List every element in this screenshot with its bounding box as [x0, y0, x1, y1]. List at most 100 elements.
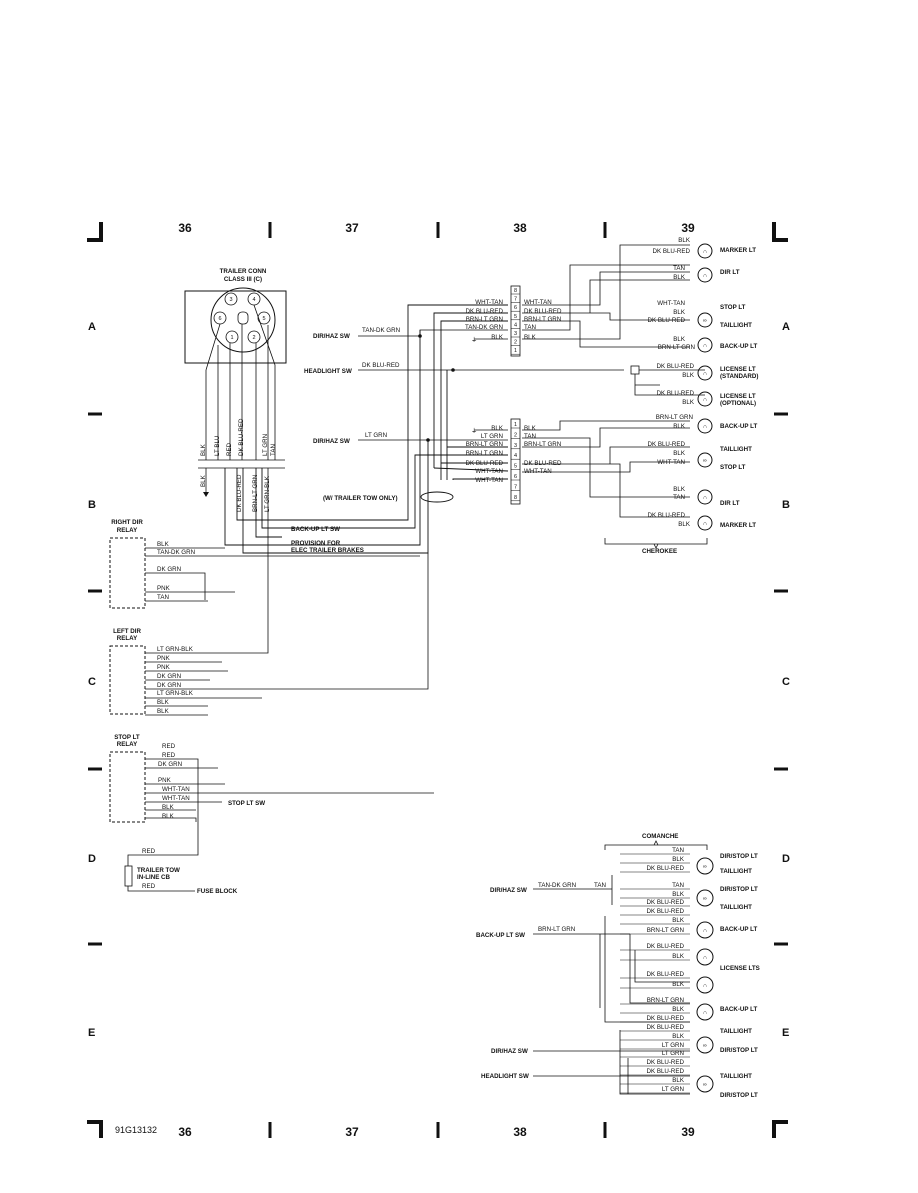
right-dir-relay-title: RIGHT DIR: [111, 519, 143, 526]
lamp-marker-top: MARKER LT: [720, 247, 756, 254]
cm-pin-7: 7: [514, 484, 517, 490]
comanche-lamp-4-filament: ∩: [703, 955, 707, 961]
col-label-37: 37: [345, 221, 359, 235]
tc-wire-blk-lower: BLK: [200, 474, 207, 487]
lamp-marker-wire-blk: BLK: [678, 237, 691, 244]
stop-tail-lamp-mid-filament: ∞: [703, 458, 707, 464]
lamp-mid-tail-wire-2: BLK: [673, 450, 686, 457]
cb-label-1: TRAILER TOW: [137, 867, 180, 874]
comanche-wire-label-7: DK BLU-RED: [647, 908, 685, 915]
comanche-wire-label-18: BLK: [672, 1033, 685, 1040]
cm-pin-2: 2: [514, 432, 517, 438]
backup-lt-lamp-top: [697, 337, 713, 353]
lamp-license-opt-wire-2: BLK: [682, 399, 695, 406]
comanche-lamp-label-5: BACK-UP LT: [720, 926, 757, 933]
headlight-sw: HEADLIGHT SW: [304, 368, 352, 375]
tc-wire-dk-blu-red: DK BLU-RED: [238, 418, 245, 456]
slr-wire-5: WHT-TAN: [162, 786, 190, 793]
cm-pin-4: 4: [514, 453, 517, 459]
right-dir-relay-sub: RELAY: [117, 527, 138, 534]
trailer-conn-title: TRAILER CONN: [220, 268, 267, 275]
dir-lt-lamp-top-filament: ∩: [703, 273, 707, 279]
headlight-sw-wire: DK BLU-RED: [362, 362, 400, 369]
pin-4: 4: [252, 297, 255, 303]
lamp-mid-dir-wire-1: BLK: [673, 486, 686, 493]
trailer-tow-only-note: (W/ TRAILER TOW ONLY): [323, 495, 398, 502]
lamp-license-std-sub: (STANDARD): [720, 373, 758, 380]
comanche-sw-wire-2: TAN: [594, 882, 606, 889]
row-label-a: A: [88, 321, 96, 333]
comanche-lamp-label-2: TAILLIGHT: [720, 868, 752, 875]
comanche-wire-label-21: DK BLU-RED: [647, 1059, 685, 1066]
comanche-lamp-label-6: LICENSE LTS: [720, 965, 760, 972]
marker-lt-lamp-mid-filament: ∩: [703, 521, 707, 527]
rdr-wire-pnk: PNK: [157, 585, 171, 592]
tc-wire-lt-grn-blk-lower: LT GRN-BLK: [264, 475, 271, 512]
ct-left-wire-2: DK BLU-RED: [466, 308, 504, 315]
row-label-d: D: [88, 853, 96, 865]
ct-left-wire-3: BRN-LT GRN: [466, 316, 503, 323]
comanche-wire-label-6: DK BLU-RED: [647, 899, 685, 906]
trailer-tow-cb: RED TRAILER TOW IN-LINE CB RED FUSE BLOC…: [124, 848, 238, 895]
ldr-wire-3: PNK: [157, 664, 171, 671]
lamp-license-opt: LICENSE LT: [720, 393, 756, 400]
comanche-wire-label-14: BRN-LT GRN: [647, 997, 684, 1004]
ct-left-wire-1: WHT-TAN: [475, 299, 503, 306]
comanche-wire-label-23: BLK: [672, 1077, 685, 1084]
col-label-39-bottom: 39: [681, 1125, 695, 1139]
comanche-wire-label-10: DK BLU-RED: [647, 943, 685, 950]
stop-tail-lamp-mid: [697, 452, 713, 468]
row-label-e: E: [88, 1027, 95, 1039]
tc-wire-dk-blu-red-lower: DK BLU-RED: [236, 474, 243, 512]
ct-ground: ⏚: [471, 337, 477, 344]
lamp-backup-wire-blk: BLK: [673, 336, 686, 343]
lamp-license-std: LICENSE LT: [720, 366, 756, 373]
corner-marks: [87, 222, 788, 1138]
cb-wire-top: RED: [142, 848, 156, 855]
comanche-title: COMANCHE: [642, 833, 678, 840]
col-label-36: 36: [178, 221, 192, 235]
comanche-wire-label-5: BLK: [672, 891, 685, 898]
pin-3: 3: [229, 297, 232, 303]
right-dir-relay: RIGHT DIR RELAY BLK TAN-DK GRN DK GRN PN…: [109, 519, 420, 609]
cm-ground: ⏚: [471, 428, 477, 435]
left-dir-relay-title: LEFT DIR: [113, 628, 141, 635]
backup-lt-lamp-mid-filament: ∩: [703, 424, 707, 430]
comanche-lamp-label-7: BACK-UP LT: [720, 1006, 757, 1013]
slr-wire-4: PNK: [158, 777, 172, 784]
row-label-c-right: C: [782, 676, 790, 688]
lamp-backup-wire-brn: BRN-LT GRN: [658, 344, 695, 351]
comanche-wire-label-2: BLK: [672, 856, 685, 863]
ct-pin-6: 6: [514, 305, 517, 311]
cm-right-wire-4: DK BLU-RED: [524, 460, 562, 467]
comanche-lamp-8: [696, 1075, 714, 1093]
cm-left-wire-5: DK BLU-RED: [466, 460, 504, 467]
marker-lt-lamp-top-filament: ∩: [703, 249, 707, 255]
col-label-36-bottom: 36: [178, 1125, 192, 1139]
lamp-marker-wire-dkblured: DK BLU-RED: [653, 248, 691, 255]
dir-lt-lamp-top: [697, 267, 713, 283]
comanche-wire-label-24: LT GRN: [662, 1086, 684, 1093]
lamp-dir-wire-tan: TAN: [673, 265, 685, 272]
pin-6: 6: [218, 316, 221, 322]
stop-lt-sw: STOP LT SW: [228, 800, 265, 807]
lamp-license-std-wire-1: DK BLU-RED: [657, 363, 695, 370]
tc-wire-lt-grn: LT GRN: [262, 434, 269, 456]
comanche-lamp-5-filament: ∩: [703, 983, 707, 989]
slr-wire-8: BLK: [162, 813, 175, 820]
cm-pin-8: 8: [514, 495, 517, 501]
comanche-lamp-6-filament: ∩: [703, 1010, 707, 1016]
stop-lt-relay-sub: RELAY: [117, 741, 138, 748]
lamp-license-opt-sub: (OPTIONAL): [720, 400, 756, 407]
row-label-c: C: [88, 676, 96, 688]
ct-pin-4: 4: [514, 322, 517, 328]
ldr-wire-1: LT GRN-BLK: [157, 646, 194, 653]
license-opt-lamp: [697, 391, 713, 407]
comanche-wire-label-20: LT GRN: [662, 1050, 684, 1057]
slr-wire-2: RED: [162, 752, 176, 759]
lamp-dir-top: DIR LT: [720, 269, 740, 276]
cm-left-wire-2: LT GRN: [481, 433, 503, 440]
